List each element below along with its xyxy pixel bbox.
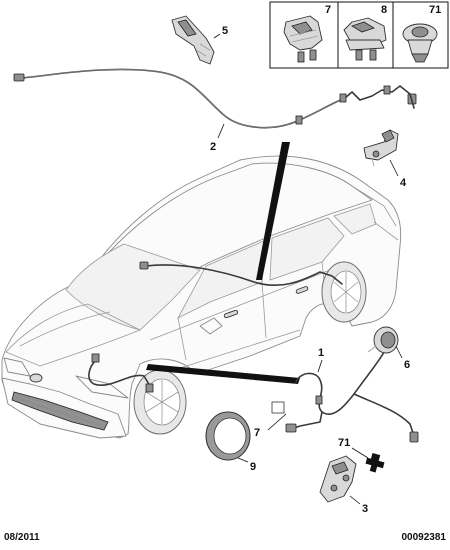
inset-label-71: 71 <box>429 4 441 16</box>
leader-5 <box>213 33 221 39</box>
side-mirror <box>199 317 223 335</box>
front-badge <box>29 373 43 383</box>
trunk-line <box>351 185 397 227</box>
beltline <box>149 269 331 341</box>
footer-reference: 00092381 <box>402 532 447 543</box>
clip-7-icon <box>283 15 323 63</box>
callout-2: 2 <box>210 141 216 153</box>
part-6-grommet <box>367 326 399 354</box>
left-headlight <box>3 357 31 377</box>
leader-3 <box>349 495 361 505</box>
leader-6 <box>395 345 403 359</box>
inset-label-8: 8 <box>381 4 387 16</box>
hood-panel <box>5 303 141 367</box>
leader-4 <box>389 159 399 177</box>
inset-panel: 7 8 71 <box>269 1 449 69</box>
right-headlight <box>75 375 129 399</box>
part-2-harness <box>13 68 417 129</box>
part-7-symbol <box>271 401 285 414</box>
trunk-edge <box>373 221 399 241</box>
front-door-handle <box>223 309 239 319</box>
sill-line <box>179 329 301 369</box>
leader-71 <box>351 447 369 459</box>
callout-6: 6 <box>404 359 410 371</box>
rear-door-handle <box>295 286 309 294</box>
part-71-symbol <box>365 453 385 473</box>
inset-label-7: 7 <box>325 4 331 16</box>
grommet-71-icon <box>402 23 438 63</box>
hood-crease <box>19 311 111 347</box>
grille-slats <box>17 395 105 429</box>
clip-8-icon <box>343 17 387 61</box>
callout-4: 4 <box>400 177 407 189</box>
leader-1 <box>317 359 323 373</box>
part-1-harness <box>285 351 419 443</box>
rear-wheel-spokes <box>333 272 359 312</box>
pointer-harness-1 <box>146 364 300 384</box>
front-wheel-spokes <box>145 380 179 424</box>
callout-3: 3 <box>362 503 368 515</box>
callout-7: 7 <box>254 427 260 439</box>
leader-7 <box>267 413 287 431</box>
footer-date: 08/2011 <box>4 532 40 543</box>
leader-9 <box>237 457 249 463</box>
callout-9: 9 <box>250 461 256 473</box>
part-9-ring <box>205 411 251 461</box>
callout-71: 71 <box>338 437 350 449</box>
car-harness <box>88 142 343 393</box>
car-illustration <box>1 155 402 439</box>
front-side-window <box>177 239 267 319</box>
part-3-bracket <box>319 455 357 503</box>
leader-2 <box>217 123 225 139</box>
part-4-bracket <box>363 129 399 167</box>
part-5-clip <box>171 15 215 65</box>
rear-side-window <box>269 217 345 281</box>
callout-5: 5 <box>222 25 228 37</box>
pointer-harness-2 <box>256 142 290 280</box>
callout-1: 1 <box>318 347 324 359</box>
